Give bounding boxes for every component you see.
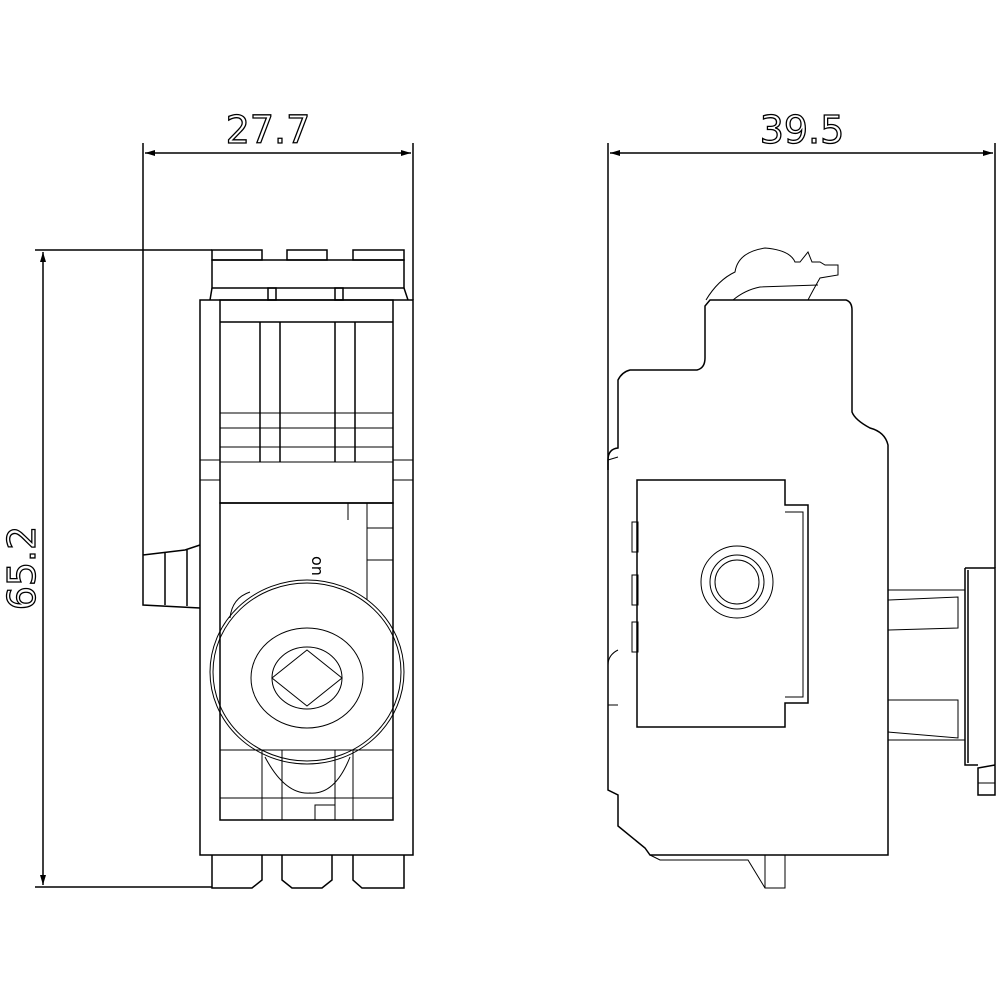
dimension-width-side: 39.5 bbox=[607, 107, 996, 568]
side-connector-tab bbox=[142, 544, 201, 609]
square-drive-icon bbox=[271, 649, 343, 707]
mounting-plate bbox=[636, 479, 809, 728]
bottom-terminals bbox=[211, 855, 405, 889]
mounting-hole bbox=[700, 545, 774, 619]
side-body bbox=[607, 299, 889, 889]
knob-on-marking: on bbox=[308, 556, 327, 576]
top-terminal-block bbox=[209, 249, 409, 301]
knob-inner-ring bbox=[250, 627, 364, 729]
side-latch bbox=[705, 247, 839, 301]
front-view: 27.7 65.2 bbox=[0, 107, 414, 889]
rear-connector bbox=[887, 567, 996, 796]
rotary-knob: on bbox=[209, 556, 405, 794]
dimension-width-front: 27.7 bbox=[142, 107, 414, 555]
dimension-label-height: 65.2 bbox=[0, 526, 44, 611]
front-body bbox=[199, 299, 414, 856]
dimension-label-width: 27.7 bbox=[226, 108, 311, 152]
dimension-label-side-width: 39.5 bbox=[760, 108, 845, 152]
dimension-height: 65.2 bbox=[0, 249, 212, 888]
side-view: 39.5 bbox=[607, 107, 996, 889]
